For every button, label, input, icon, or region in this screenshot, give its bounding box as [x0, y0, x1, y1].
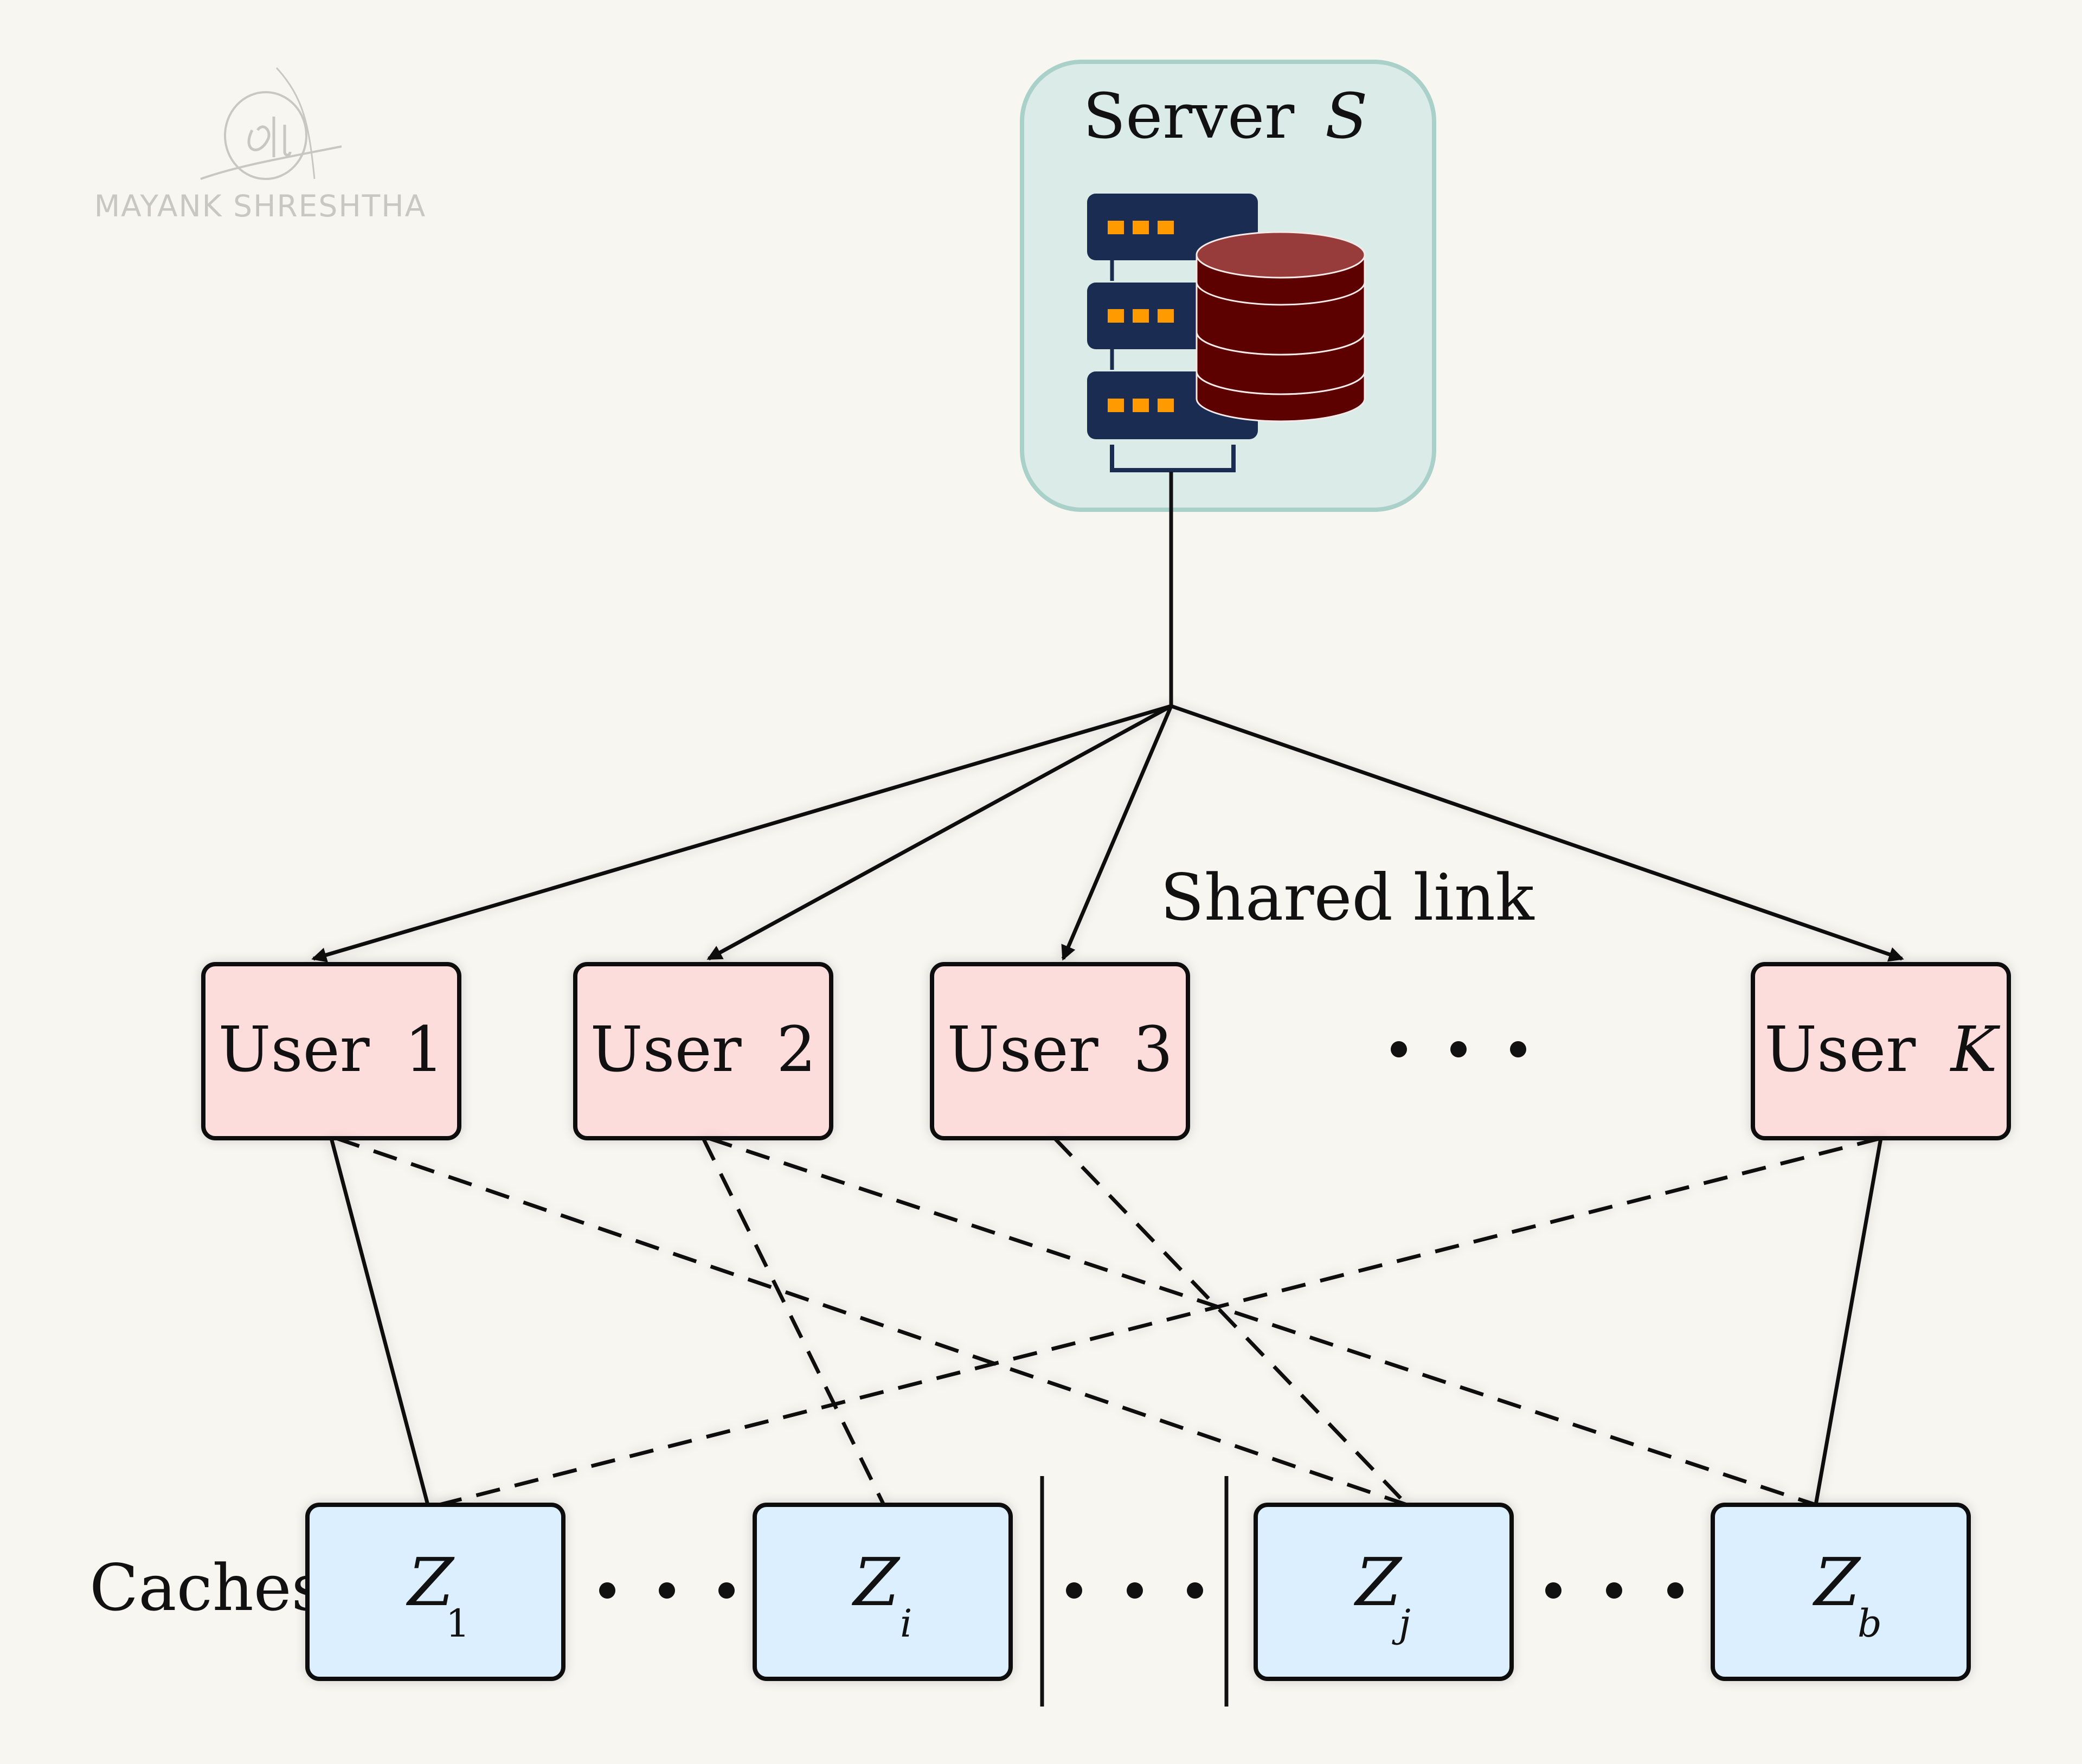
solid-cache-links [329, 1138, 1883, 1505]
cache-z1-box [305, 1503, 566, 1681]
watermark: MAYANK SHRESHTHA [94, 67, 427, 223]
server-label: Server S [1083, 80, 1367, 153]
user-1-node[interactable]: User 1 [201, 962, 461, 1140]
user-k-to-z1 [439, 1136, 1881, 1507]
user-2-to-zi [701, 1137, 886, 1506]
cache-ellipsis-1 [599, 1582, 735, 1599]
user-2-label: User 2 [590, 1014, 817, 1086]
user-3-word: User [947, 1014, 1098, 1086]
cache-zi-sub: i [900, 1601, 912, 1646]
user-k-to-zb [1814, 1138, 1883, 1505]
watermark-text: MAYANK SHRESHTHA [94, 189, 427, 223]
user-2-node[interactable]: User 2 [573, 962, 833, 1140]
users-ellipsis [1391, 1041, 1526, 1057]
cache-zb-symbol: Z [1812, 1544, 1861, 1621]
server-node[interactable]: Server S [1020, 60, 1436, 512]
cache-zj-box [1254, 1503, 1514, 1681]
cache-zb-box [1711, 1503, 1971, 1681]
cache-ellipsis-3 [1545, 1582, 1683, 1599]
cache-zb[interactable]: Z b [1711, 1503, 1971, 1681]
user-3-label: User 3 [947, 1014, 1173, 1086]
cache-separators [1040, 1476, 1229, 1707]
user-k-word: User [1764, 1014, 1916, 1086]
user-2-word: User [590, 1014, 742, 1086]
user-3-number: 3 [1133, 1014, 1173, 1086]
server-database-icon [1087, 194, 1366, 472]
user-3-to-zj [1053, 1137, 1409, 1506]
user-2-to-zb [708, 1136, 1817, 1507]
cache-zi-symbol: Z [851, 1544, 901, 1621]
caches-label: Caches [89, 1550, 324, 1625]
user-1-to-z1 [329, 1138, 430, 1505]
cache-zj[interactable]: Z j [1254, 1503, 1514, 1681]
user-1-word: User [219, 1014, 370, 1086]
cache-zi[interactable]: Z i [753, 1503, 1013, 1681]
arrow-to-user-3 [1061, 705, 1173, 961]
user-1-number: 1 [404, 1014, 444, 1086]
server-symbol: S [1325, 80, 1368, 153]
user-1-to-zj [335, 1136, 1408, 1507]
caches: Z 1 Z i Z j Z b [305, 1503, 1971, 1681]
user-2-number: 2 [776, 1014, 816, 1086]
user-k-node[interactable]: User K [1751, 962, 2011, 1140]
arrow-to-user-k [1170, 704, 1904, 962]
user-3-box [930, 962, 1190, 1140]
user-k-number: K [1950, 1014, 2001, 1086]
broadcast-arrows [311, 704, 1904, 963]
cache-zj-symbol: Z [1353, 1544, 1403, 1621]
cache-zi-box [753, 1503, 1013, 1681]
signature-logo [200, 67, 342, 180]
user-k-label: User K [1764, 1014, 2001, 1086]
cache-z1[interactable]: Z 1 [305, 1503, 566, 1681]
arrow-to-user-2 [706, 704, 1172, 961]
server-label-word: Server [1083, 80, 1294, 153]
cache-ellipses [599, 1582, 1683, 1599]
user-3-node[interactable]: User 3 [930, 962, 1190, 1140]
cache-z1-sub: 1 [446, 1601, 470, 1646]
cache-zb-sub: b [1858, 1601, 1882, 1646]
dashed-cache-links [335, 1136, 1881, 1507]
shared-link-label: Shared link [1160, 860, 1535, 935]
arrow-to-user-1 [311, 704, 1172, 963]
cache-ellipsis-2 [1066, 1582, 1203, 1599]
users: User 1 User 2 User 3 User K [201, 962, 2011, 1140]
user-1-label: User 1 [219, 1014, 445, 1086]
cache-z1-symbol: Z [406, 1544, 455, 1621]
